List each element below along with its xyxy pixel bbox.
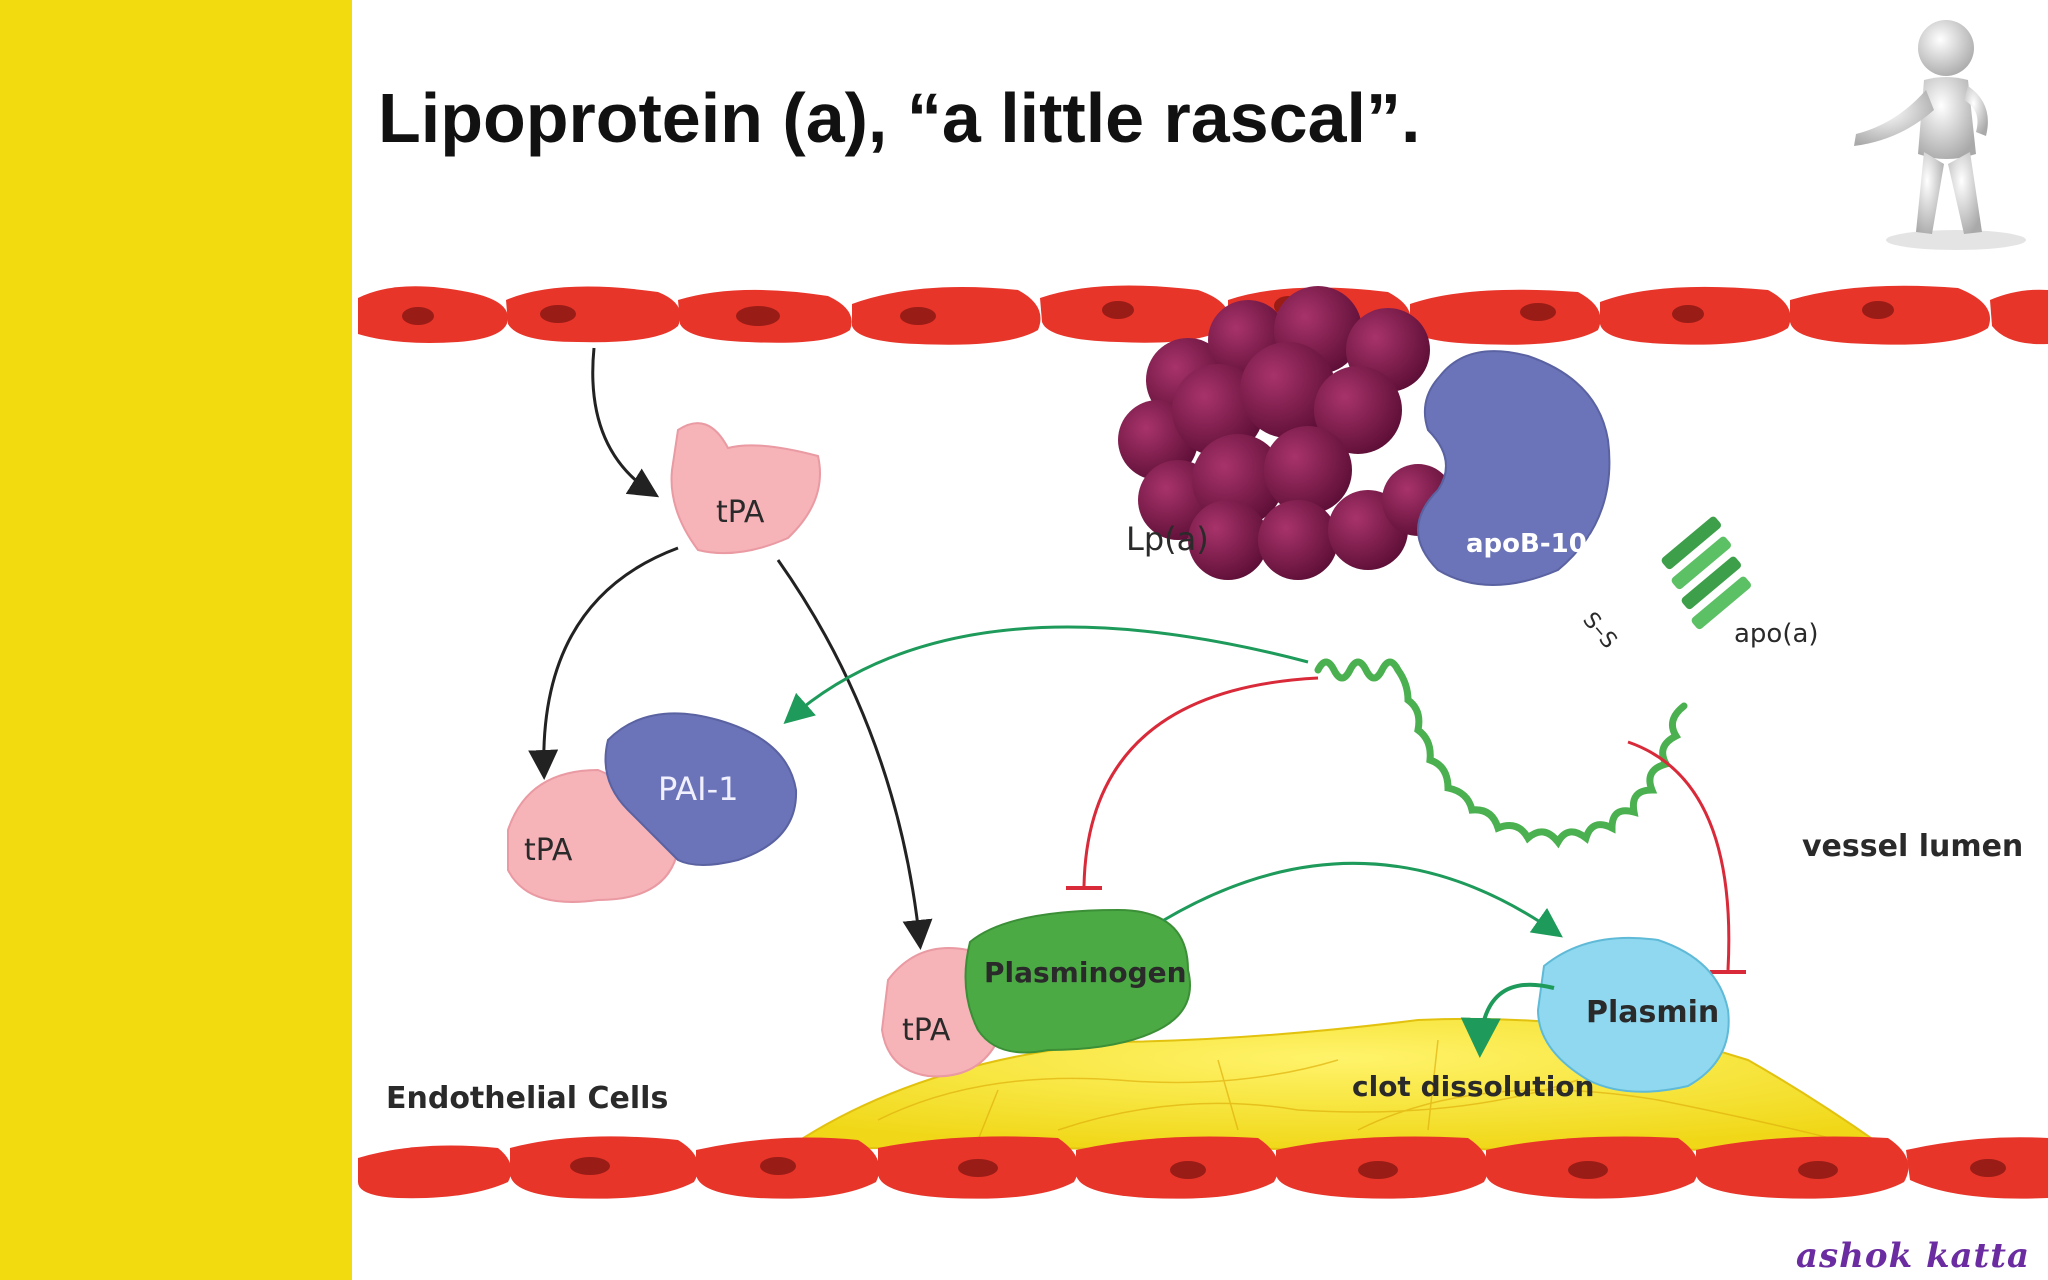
- apob-shape: [1417, 350, 1611, 586]
- plasminogen-label: Plasminogen: [984, 956, 1187, 989]
- tpa-free-shape: [670, 422, 821, 555]
- slide-title: Lipoprotein (a), “a little rascal”.: [378, 79, 1421, 157]
- lpa-label: Lp(a): [1126, 520, 1209, 558]
- bottom-endothelial-cells: [358, 1136, 2048, 1199]
- plasminogen-shape: [964, 908, 1191, 1054]
- lpa-particle: [1118, 286, 1454, 580]
- fibrinolysis-diagram: tPA PAI-1 tPA apoB-100 Lp(a) S–S apo(a): [358, 270, 2048, 1235]
- apob-label: apoB-100: [1466, 529, 1605, 559]
- apoa-label: apo(a): [1734, 619, 1819, 649]
- ss-label: S–S: [1577, 608, 1621, 654]
- vessel-lumen-label: vessel lumen: [1802, 829, 2023, 864]
- tpa-plasminogen-label: tPA: [902, 1013, 951, 1048]
- clot-dissolution-label: clot dissolution: [1352, 1070, 1594, 1103]
- tpa-pai-label: tPA: [524, 833, 573, 868]
- endothelial-cells-label: Endothelial Cells: [386, 1081, 668, 1116]
- yellow-sidebar: [0, 0, 352, 1280]
- top-endothelial-cells: [358, 285, 2048, 345]
- plasmin-shape: [1536, 936, 1730, 1093]
- pai1-label: PAI-1: [658, 770, 738, 808]
- pointing-figure-icon: [1854, 20, 2026, 250]
- tpa-free-label: tPA: [716, 495, 765, 530]
- pai1-shape: [604, 712, 798, 866]
- author-signature: ashok katta: [1796, 1236, 2030, 1276]
- apoa-coil: [1314, 658, 1688, 849]
- apoa-kringles: [1661, 516, 1751, 630]
- plasmin-label: Plasmin: [1586, 995, 1719, 1030]
